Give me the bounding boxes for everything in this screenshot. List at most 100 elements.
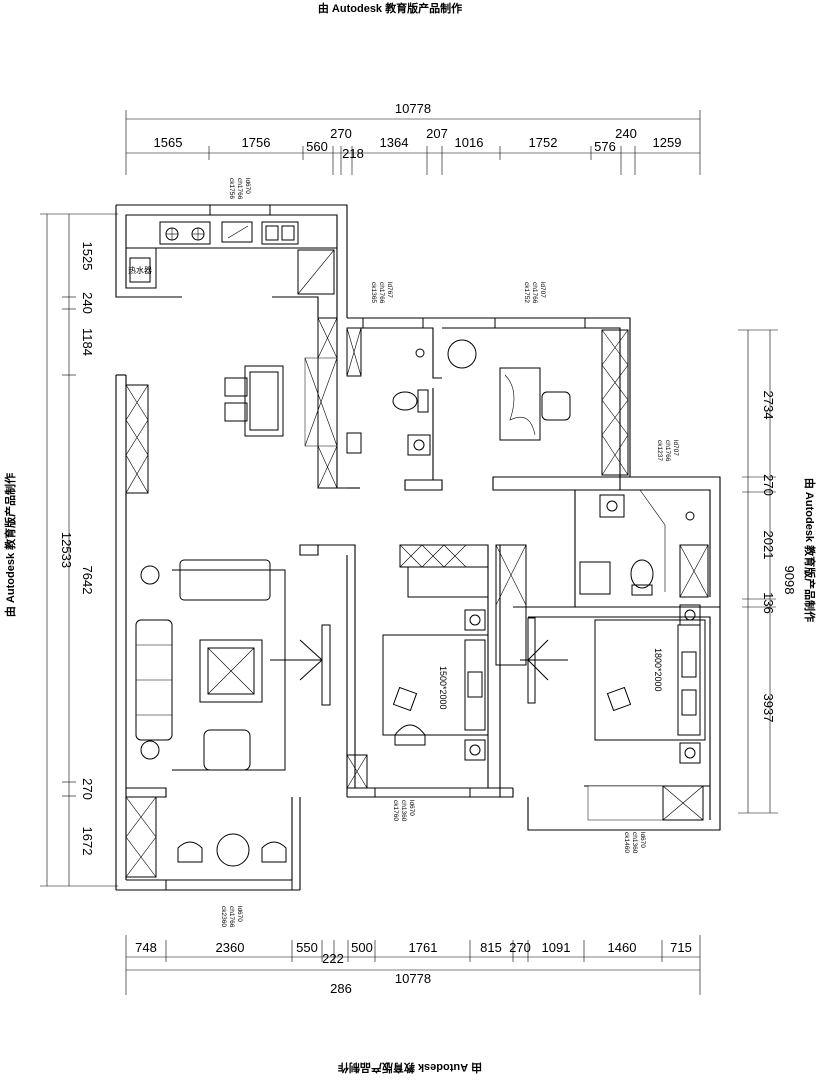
watermark-top: 由 Autodesk 教育版产品制作 (318, 1, 462, 15)
basin-icon (407, 434, 431, 456)
bedroom-1-window (374, 787, 471, 798)
bath2-window-note-1: ck1237 (656, 440, 663, 461)
left-dim-5: 270 (80, 778, 95, 800)
desk-chair (541, 391, 571, 421)
kitchen-window-note-1: ck1756 (228, 178, 235, 199)
coffee-table (199, 639, 263, 703)
bathroom-2: ck1237 ch1766 ld707 (579, 440, 709, 598)
water-heater-icon (129, 257, 151, 283)
right-dimension-chain: 2734 270 2021 9098 136 3937 (738, 329, 797, 814)
bottom-extra-dim: 286 (330, 981, 352, 996)
bath2-window-note-3: ld707 (672, 440, 679, 456)
chair-icon (177, 841, 203, 863)
study: ck1752 ch1766 ld707 (447, 282, 629, 476)
kitchen-window (209, 204, 271, 216)
kitchen-counter (125, 214, 338, 249)
top-dimension-chain: 10778 1565 1756 270 560 218 1364 207 101… (125, 101, 701, 175)
tv-icon (321, 624, 331, 706)
balcony-window-note-2: ch1766 (228, 906, 235, 928)
bedroom2-window-note-2: ch1360 (400, 800, 407, 822)
top-dim-1: 1565 (154, 135, 183, 150)
left-dimension-chain: 12533 1525 240 1184 7642 270 1672 (40, 213, 118, 887)
bottom-dim-1: 748 (135, 940, 157, 955)
bottom-dim-9: 1091 (542, 940, 571, 955)
bottom-dim-3: 550 (296, 940, 318, 955)
master-window-note-3: ld670 (639, 832, 646, 848)
bed-1-size: 1500*2000 (438, 666, 448, 710)
lamp-icon (140, 740, 160, 760)
dining-table (244, 365, 284, 437)
plant-icon (447, 339, 477, 369)
bath-window-note-3: ld767 (386, 282, 393, 298)
right-dim-2: 270 (761, 474, 776, 496)
watermark-left: 由 Autodesk 教育版产品制作 (3, 473, 17, 617)
balcony-window (165, 879, 293, 891)
balcony: ck2360 ch1766 ld670 (125, 796, 293, 928)
tv-icon (527, 617, 536, 704)
dining-chair (224, 377, 248, 397)
bottom-dim-2: 2360 (216, 940, 245, 955)
bottom-dim-7: 815 (480, 940, 502, 955)
armchair-bottom (203, 729, 251, 771)
kitchen: 热水器 ck1756 ch1766 ld670 (125, 178, 338, 295)
chair-icon (394, 724, 426, 746)
top-dim-11: 576 (594, 139, 616, 154)
right-dim-4: 136 (761, 592, 776, 614)
master-bedroom: 1800*2000 ck1460 ch1360 ld670 (520, 604, 706, 854)
right-total-dim: 9098 (782, 566, 797, 595)
armchair-top (179, 559, 271, 601)
study-window (494, 317, 586, 329)
bed-2-size: 1800*2000 (653, 648, 663, 692)
bottom-dim-4: 222 (322, 951, 344, 966)
top-dim-2: 1756 (242, 135, 271, 150)
bedroom2-window-note-1: ck1760 (392, 800, 399, 821)
balcony-window-note-3: ld670 (236, 906, 243, 922)
dining-chair (224, 402, 248, 422)
sink-icon (261, 221, 299, 245)
balcony-window-note-1: ck2360 (220, 906, 227, 927)
stove-icon (159, 221, 211, 245)
chair-icon (261, 841, 287, 863)
top-dim-10: 240 (615, 126, 637, 141)
fridge-icon (297, 249, 335, 295)
bed-2 (594, 619, 706, 741)
top-dim-9: 1752 (529, 135, 558, 150)
water-heater-label: 热水器 (128, 265, 152, 275)
left-dim-3: 1184 (80, 328, 95, 356)
bottom-dim-5: 500 (351, 940, 373, 955)
bedroom-1: 1500*2000 ck1760 ch1360 ld670 (346, 544, 527, 822)
bottom-dim-11: 715 (670, 940, 692, 955)
basin-icon (599, 494, 625, 518)
left-dim-2: 240 (80, 292, 95, 314)
top-dim-5: 218 (342, 146, 364, 161)
bedroom2-window-note-3: ld670 (408, 800, 415, 816)
left-dim-1: 1525 (80, 242, 95, 271)
bottom-dim-8: 270 (509, 940, 531, 955)
bottom-dim-10: 1460 (608, 940, 637, 955)
bathroom-1: ck1365 ch1766 ld767 (346, 282, 431, 456)
washer-icon (579, 561, 611, 595)
top-dim-6: 1364 (380, 135, 409, 150)
toilet-icon (392, 391, 418, 411)
kitchen-window-note-3: ld670 (244, 178, 251, 194)
kitchen-window-note-2: ch1766 (236, 178, 243, 200)
left-dim-6: 1672 (80, 827, 95, 856)
study-window-note-2: ch1766 (531, 282, 538, 304)
master-window-note-1: ck1460 (623, 832, 630, 853)
wardrobe (399, 544, 489, 568)
bath-window (362, 317, 424, 329)
bookshelf (601, 329, 629, 476)
left-total-dim: 12533 (59, 532, 74, 568)
bed-1 (382, 634, 489, 736)
bath2-window-note-2: ch1766 (664, 440, 671, 462)
right-dim-5: 3937 (761, 694, 776, 723)
top-dim-4: 560 (306, 139, 328, 154)
right-dim-3: 2021 (761, 531, 776, 560)
study-window-note-3: ld707 (539, 282, 546, 298)
top-dim-12: 1259 (653, 135, 682, 150)
watermark-bottom: 由 Autodesk 教育版产品制作 (338, 1061, 482, 1075)
top-total-dim: 10778 (395, 101, 431, 116)
right-dim-1: 2734 (761, 391, 776, 420)
rug (172, 569, 286, 771)
